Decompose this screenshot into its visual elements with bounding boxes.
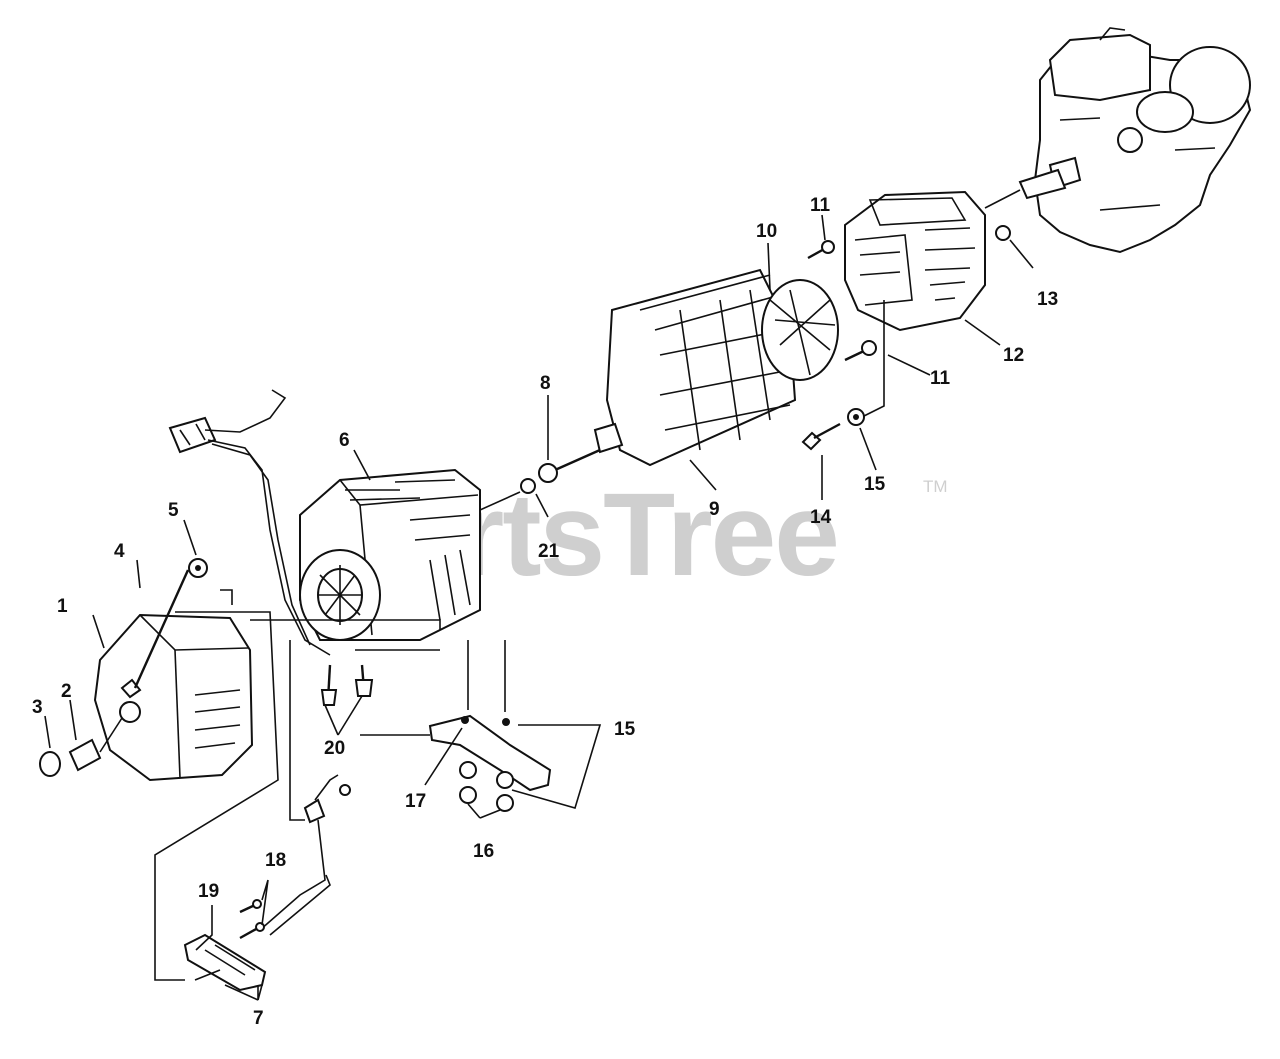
callout-7: 7 — [253, 1008, 264, 1029]
callout-14: 14 — [810, 507, 832, 528]
callout-3: 3 — [32, 697, 43, 718]
callout-13: 13 — [1037, 289, 1058, 310]
callout-6: 6 — [339, 430, 350, 451]
callout-4: 4 — [114, 541, 125, 562]
terminal-block — [183, 933, 267, 992]
callout-8: 8 — [540, 373, 551, 394]
callout-12: 12 — [1003, 345, 1024, 366]
end-cover — [93, 613, 254, 782]
callout-10: 10 — [756, 221, 777, 242]
callout-9: 9 — [709, 499, 720, 520]
mounting-bracket — [428, 714, 552, 792]
callout-15-lower: 15 — [614, 719, 636, 740]
watermark-trademark: TM — [923, 477, 948, 496]
callout-18: 18 — [265, 850, 286, 871]
callout-2: 2 — [61, 681, 72, 702]
rear-bearing-carrier — [844, 190, 986, 332]
callout-20: 20 — [324, 738, 345, 759]
stator — [299, 468, 481, 641]
rotor — [593, 268, 839, 467]
callout-19: 19 — [198, 881, 219, 902]
callout-11-right: 11 — [930, 368, 951, 389]
callout-5: 5 — [168, 500, 179, 521]
callout-11-top: 11 — [810, 195, 831, 216]
callout-16: 16 — [473, 841, 494, 862]
callout-15-upper: 15 — [864, 474, 886, 495]
engine — [1033, 27, 1252, 254]
callout-17: 17 — [405, 791, 426, 812]
callout-21: 21 — [538, 541, 560, 562]
callout-1: 1 — [57, 596, 68, 617]
